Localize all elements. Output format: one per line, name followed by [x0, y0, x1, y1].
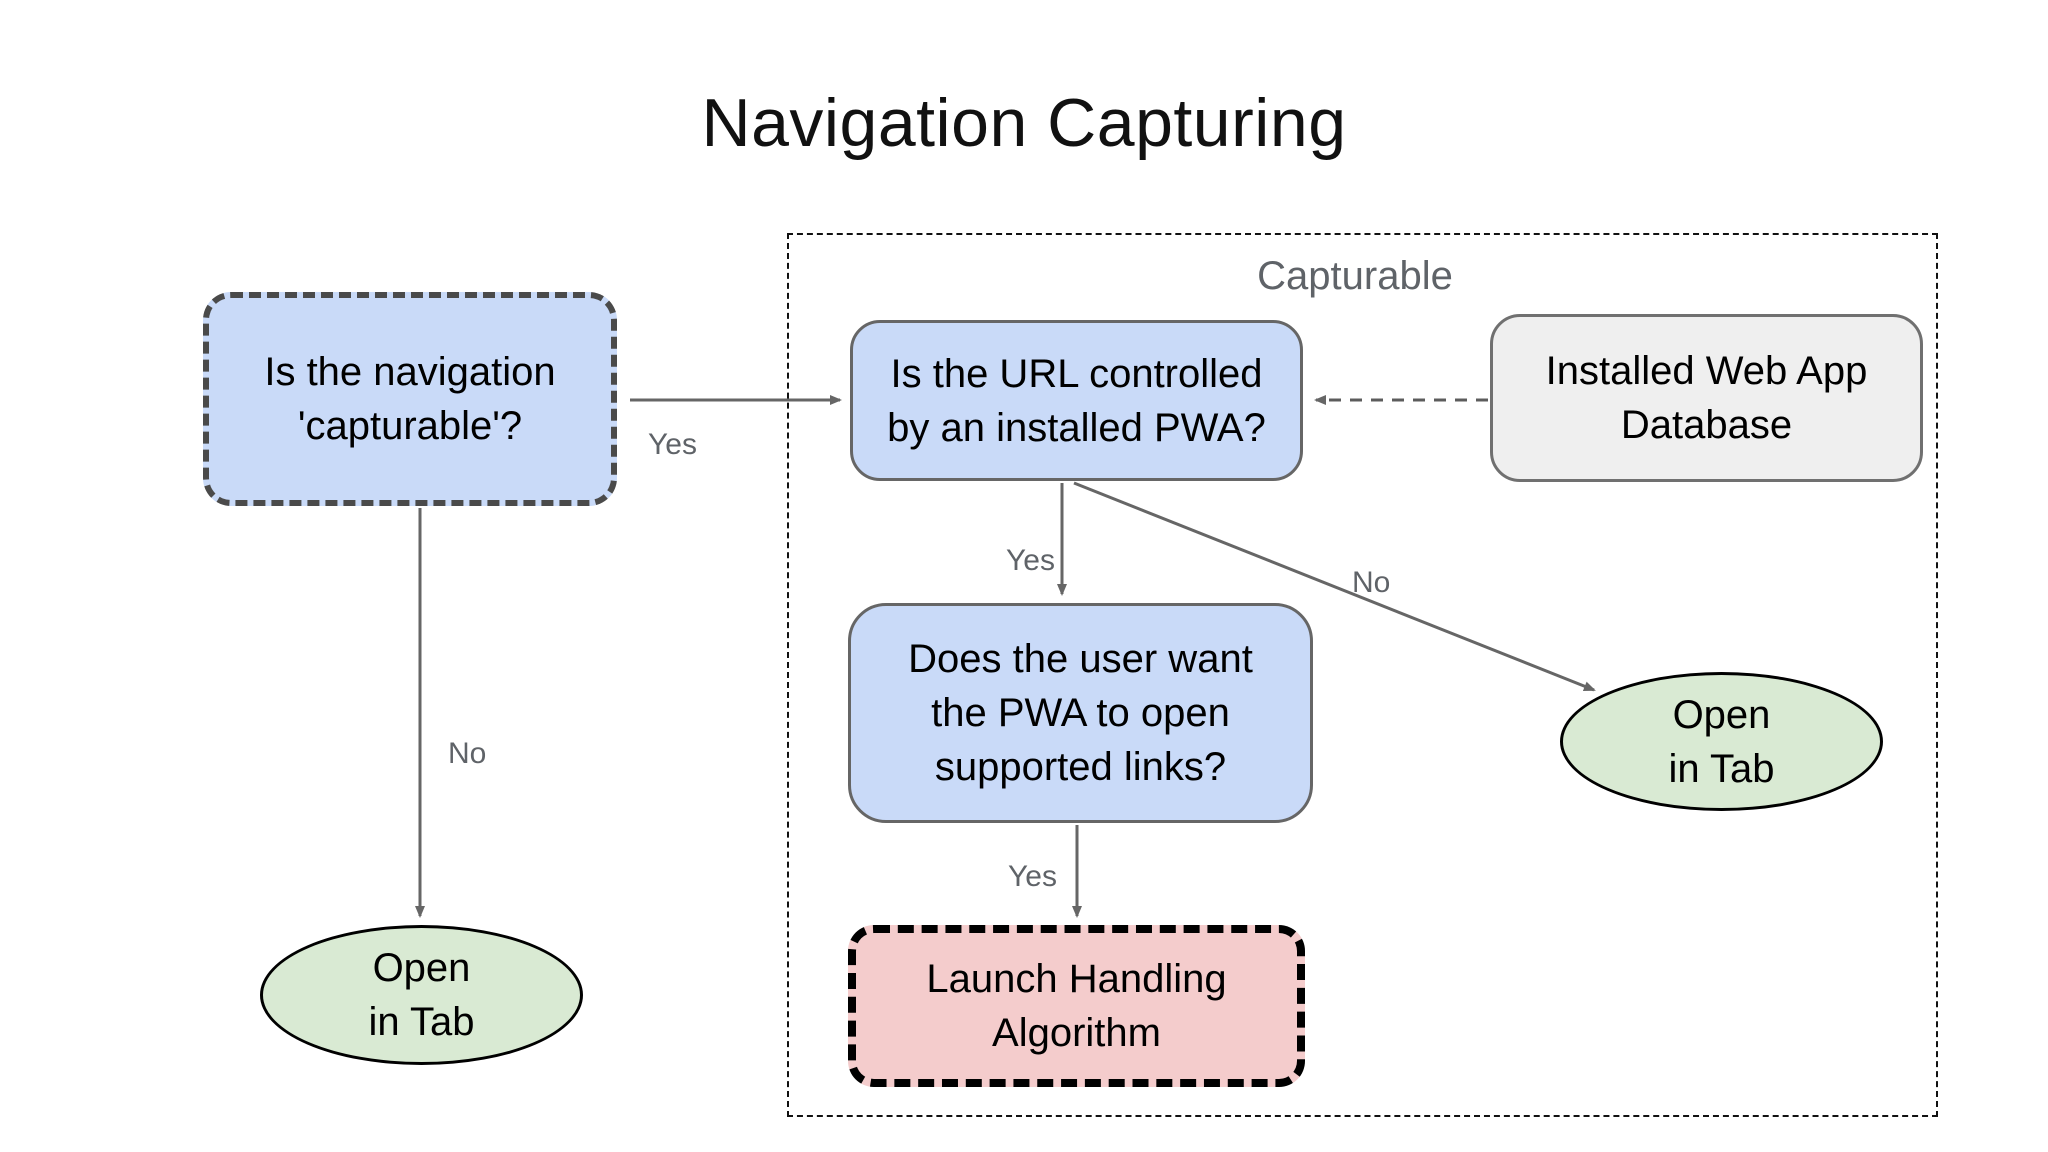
node-launch-handling-algorithm-label: Launch Handling Algorithm	[926, 957, 1227, 1055]
node-launch-handling-algorithm: Launch Handling Algorithm	[848, 925, 1305, 1087]
node-is-navigation-capturable-label: Is the navigation 'capturable'?	[264, 350, 556, 448]
terminal-open-in-tab-right: Open in Tab	[1560, 672, 1883, 811]
edge-user-yes-label: Yes	[1008, 860, 1057, 893]
edge-url-no-label: No	[1352, 566, 1391, 599]
page-title: Navigation Capturing	[701, 85, 1347, 161]
terminal-open-in-tab-right-label: Open in Tab	[1668, 692, 1775, 791]
edge-capturable-yes-label: Yes	[648, 428, 697, 461]
node-installed-web-app-database-label: Installed Web App Database	[1545, 349, 1868, 447]
terminal-open-in-tab-left-label: Open in Tab	[368, 946, 475, 1044]
capturable-group-label: Capturable	[1257, 254, 1453, 298]
node-installed-web-app-database: Installed Web App Database	[1490, 314, 1923, 482]
node-is-url-controlled-by-pwa-label: Is the URL controlled by an installed PW…	[887, 351, 1266, 450]
terminal-open-in-tab-left: Open in Tab	[260, 925, 583, 1065]
capturable-group-container	[787, 233, 1938, 1117]
edge-url-yes-label: Yes	[1006, 544, 1055, 577]
node-is-url-controlled-by-pwa: Is the URL controlled by an installed PW…	[850, 320, 1303, 481]
node-does-user-want-supported-links: Does the user want the PWA to open suppo…	[848, 603, 1313, 823]
node-is-navigation-capturable: Is the navigation 'capturable'?	[203, 292, 617, 506]
edge-capturable-no-label: No	[448, 737, 487, 770]
node-does-user-want-supported-links-label: Does the user want the PWA to open suppo…	[908, 637, 1253, 789]
